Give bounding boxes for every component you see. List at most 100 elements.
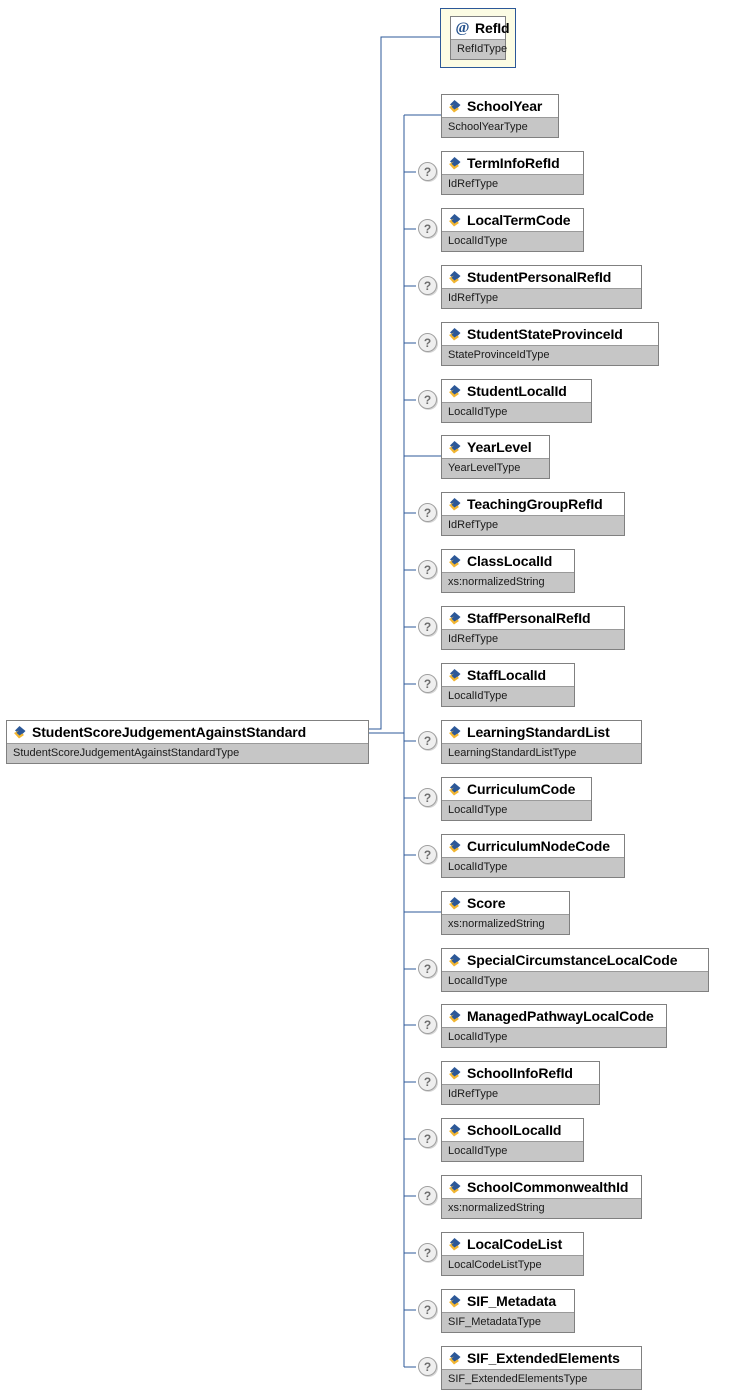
attribute-node-box: @ RefId RefIdType xyxy=(450,16,510,60)
element-icon xyxy=(447,1123,462,1138)
child-node-name-row: LearningStandardList xyxy=(442,721,641,743)
child-node-type: IdRefType xyxy=(442,1084,599,1104)
child-node-name-row: SpecialCircumstanceLocalCode xyxy=(442,949,708,971)
attribute-node-name-row: @ RefId xyxy=(451,17,510,39)
child-node-type: YearLevelType xyxy=(442,458,549,478)
element-icon xyxy=(447,611,462,626)
child-node-label: SchoolCommonwealthId xyxy=(467,1179,629,1195)
child-node-label: CurriculumCode xyxy=(467,781,576,797)
attribute-node-label: RefId xyxy=(475,20,510,36)
element-icon xyxy=(447,440,462,455)
child-node-type: LocalCodeListType xyxy=(442,1255,583,1275)
child-node-type: LocalIdType xyxy=(442,1141,583,1161)
optional-badge-localtermcode: ? xyxy=(418,219,437,238)
root-node-type: StudentScoreJudgementAgainstStandardType xyxy=(7,743,368,763)
root-node-label: StudentScoreJudgementAgainstStandard xyxy=(32,724,307,740)
element-icon xyxy=(447,839,462,854)
child-node-name-row: ClassLocalId xyxy=(442,550,574,572)
child-node-name-row: SIF_ExtendedElements xyxy=(442,1347,641,1369)
element-icon xyxy=(447,668,462,683)
optional-badge-localcodelist: ? xyxy=(418,1243,437,1262)
child-node-label: CurriculumNodeCode xyxy=(467,838,610,854)
element-icon xyxy=(447,270,462,285)
optional-badge-sif-extendedelements: ? xyxy=(418,1357,437,1376)
optional-badge-curriculumcode: ? xyxy=(418,788,437,807)
element-icon xyxy=(447,554,462,569)
element-icon xyxy=(447,213,462,228)
child-node-name-row: LocalTermCode xyxy=(442,209,583,231)
child-node-label: StudentPersonalRefId xyxy=(467,269,612,285)
child-node-label: LocalTermCode xyxy=(467,212,571,228)
child-node-type: xs:normalizedString xyxy=(442,572,574,592)
child-node-label: YearLevel xyxy=(467,439,532,455)
element-icon xyxy=(447,782,462,797)
element-icon xyxy=(447,327,462,342)
child-node-name-row: YearLevel xyxy=(442,436,549,458)
attribute-at-icon: @ xyxy=(455,19,470,36)
child-node-type: LocalIdType xyxy=(442,800,591,820)
child-node-label: SIF_ExtendedElements xyxy=(467,1350,620,1366)
child-node-label: TeachingGroupRefId xyxy=(467,496,603,512)
child-node-type: IdRefType xyxy=(442,174,583,194)
child-node-name-row: StudentStateProvinceId xyxy=(442,323,658,345)
optional-badge-studentlocalid: ? xyxy=(418,390,437,409)
optional-badge-terminforefid: ? xyxy=(418,162,437,181)
element-icon xyxy=(447,497,462,512)
child-node-name-row: SchoolCommonwealthId xyxy=(442,1176,641,1198)
element-icon xyxy=(447,1180,462,1195)
child-node-name-row: StudentPersonalRefId xyxy=(442,266,641,288)
element-icon xyxy=(447,1351,462,1366)
child-node-label: SchoolInfoRefId xyxy=(467,1065,573,1081)
child-node-type: LocalIdType xyxy=(442,231,583,251)
optional-badge-studentstateprovinceid: ? xyxy=(418,333,437,352)
optional-badge-teachinggrouprefid: ? xyxy=(418,503,437,522)
child-node-label: SIF_Metadata xyxy=(467,1293,557,1309)
optional-badge-schoollocalid: ? xyxy=(418,1129,437,1148)
child-node-type: LocalIdType xyxy=(442,971,708,991)
child-node-label: LocalCodeList xyxy=(467,1236,563,1252)
attribute-node-refid[interactable]: @ RefId RefIdType xyxy=(440,8,516,68)
child-node-name-row: TeachingGroupRefId xyxy=(442,493,624,515)
root-node-box: StudentScoreJudgementAgainstStandard Stu… xyxy=(6,720,369,764)
optional-badge-classlocalid: ? xyxy=(418,560,437,579)
attribute-node-type: RefIdType xyxy=(451,39,507,59)
child-node-type: LocalIdType xyxy=(442,402,591,422)
child-node-label: TermInfoRefId xyxy=(467,155,560,171)
root-node-student-score-judgement-against-standard[interactable]: StudentScoreJudgementAgainstStandard Stu… xyxy=(6,720,369,764)
